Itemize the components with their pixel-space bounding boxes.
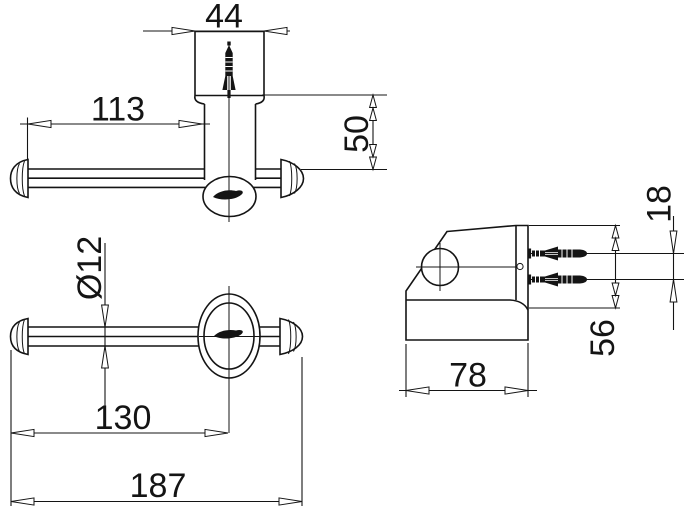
front-wall-plate <box>194 30 265 105</box>
plan-logo-mark <box>214 329 243 339</box>
plan-bar-endcap-left <box>9 317 29 356</box>
dim-label-plate-height: 56 <box>584 319 622 357</box>
front-bar-endcap-right <box>280 158 305 199</box>
dim-label-bar-left: 113 <box>91 91 145 129</box>
front-view: 44 113 50 <box>9 0 387 222</box>
plan-bar-endcap-right <box>279 317 304 356</box>
front-logo-mark <box>213 190 243 200</box>
front-mounting-post <box>203 103 257 182</box>
side-view: 56 18 78 <box>399 185 684 397</box>
dim-label-bar-diameter: Ø12 <box>71 236 109 300</box>
side-bracket-outline <box>405 224 529 341</box>
dim-end-to-center: 130 <box>10 399 229 438</box>
dim-bar-diameter: Ø12 <box>71 236 109 408</box>
side-pilot-hole <box>516 262 524 271</box>
dim-label-overall-length: 187 <box>130 467 187 505</box>
dim-plate-width: 44 <box>143 0 290 36</box>
wall-anchor-horizontal-icon-lower <box>528 272 587 287</box>
wall-anchor-vertical-icon <box>222 41 236 98</box>
dim-overall-depth: 78 <box>399 343 537 397</box>
dim-screw-hole-spacing: 18 <box>641 185 679 330</box>
dim-label-drop: 50 <box>338 115 376 153</box>
dim-bar-left-of-post: 113 <box>20 91 210 160</box>
wall-anchor-horizontal-icon-upper <box>528 246 587 261</box>
dim-overall-length: 187 <box>10 467 303 506</box>
plan-view: Ø12 130 187 <box>9 236 304 506</box>
side-body-split-line <box>406 299 529 311</box>
dim-label-overall-depth: 78 <box>449 357 487 395</box>
front-bar-endcap-left <box>9 158 29 199</box>
dim-wall-plate-height: 56 <box>529 223 622 357</box>
dim-label-screw-spacing: 18 <box>641 185 679 223</box>
dim-label-plate-width: 44 <box>205 0 243 36</box>
side-crosshair <box>416 243 517 291</box>
dim-label-end-to-center: 130 <box>95 399 152 437</box>
dim-plate-to-bar-drop: 50 <box>262 93 387 172</box>
